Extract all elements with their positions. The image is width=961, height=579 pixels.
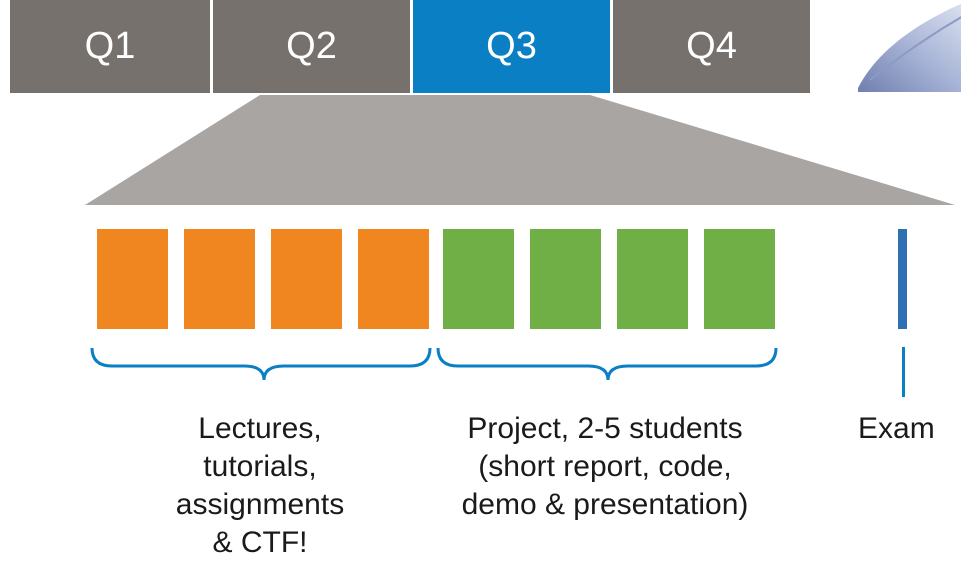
lecture-week-block [97, 229, 168, 329]
project-week-block [530, 229, 601, 329]
exam-connector-line [902, 347, 905, 397]
lectures-label: Lectures, tutorials, assignments & CTF! [150, 410, 370, 562]
lectures-label-line: & CTF! [212, 526, 308, 559]
lecture-week-block [271, 229, 342, 329]
project-label-line: Project, 2-5 students [467, 412, 743, 445]
shirt-photo-image [850, 0, 961, 92]
project-week-block [704, 229, 775, 329]
lectures-label-line: Lectures, [198, 412, 322, 445]
zoom-wedge [85, 95, 955, 205]
quarter-bar: Q1 Q2 Q3 Q4 [10, 0, 810, 93]
project-label-line: (short report, code, [478, 450, 732, 483]
lecture-week-block [184, 229, 255, 329]
project-brace [436, 347, 778, 381]
quarter-q1: Q1 [10, 0, 210, 93]
project-label-line: demo & presentation) [461, 488, 749, 521]
phase-braces [90, 347, 778, 381]
quarter-q2: Q2 [210, 0, 410, 93]
lectures-label-line: assignments [175, 488, 345, 521]
lectures-brace [90, 347, 432, 381]
project-week-block [443, 229, 514, 329]
lectures-label-line: tutorials, [203, 450, 317, 483]
exam-block [898, 229, 907, 329]
exam-label: Exam [858, 412, 935, 445]
project-week-block [617, 229, 688, 329]
quarter-q4: Q4 [610, 0, 810, 93]
week-blocks [97, 229, 777, 329]
project-label: Project, 2-5 students (short report, cod… [410, 410, 800, 524]
lecture-week-block [358, 229, 429, 329]
quarter-q3-active: Q3 [410, 0, 610, 93]
